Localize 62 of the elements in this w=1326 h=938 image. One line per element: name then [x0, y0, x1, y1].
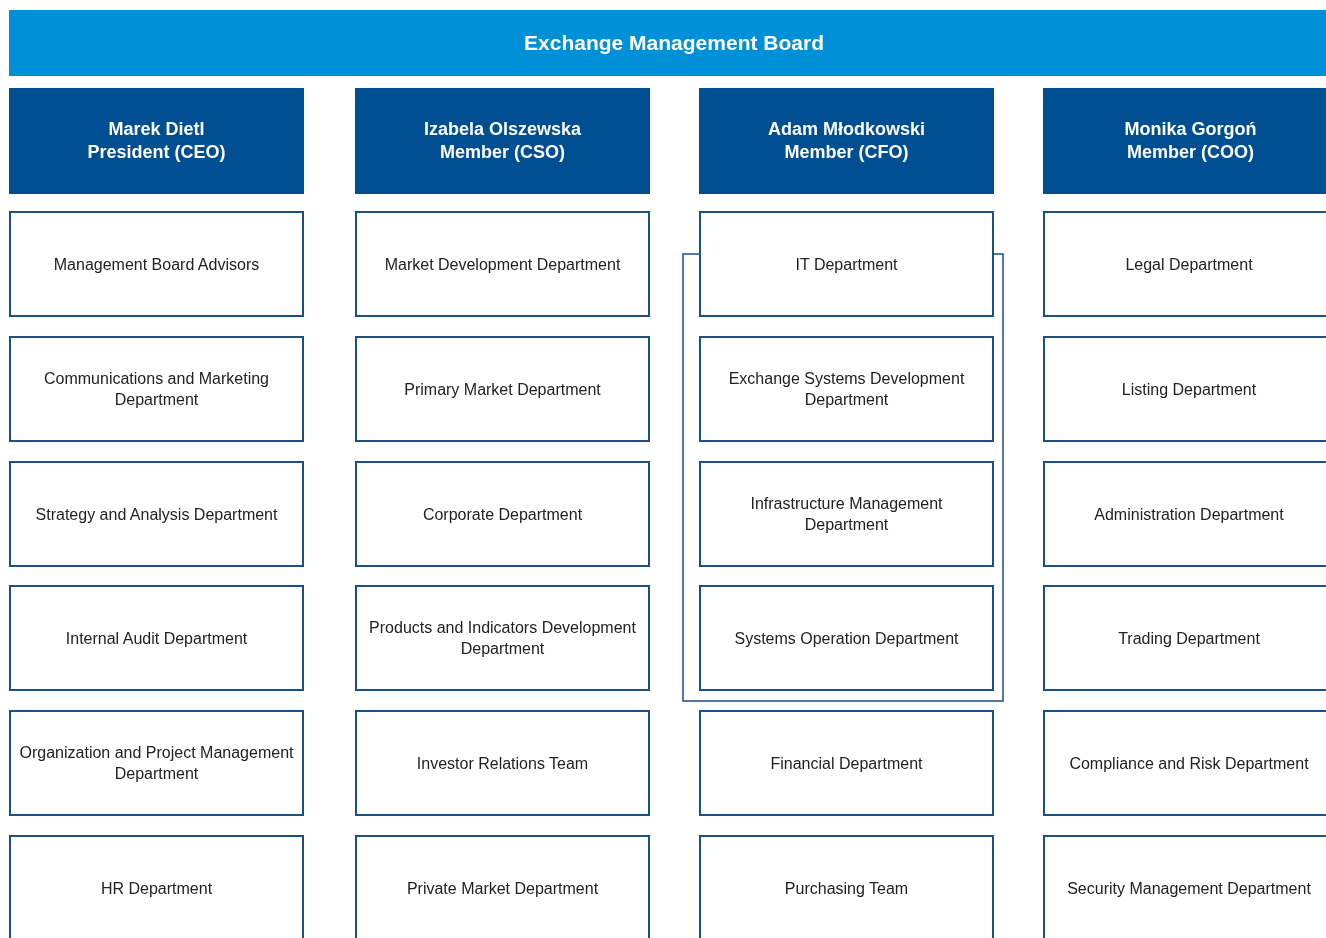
- member-name: Adam Młodkowski: [768, 118, 925, 141]
- node-label: Products and Indicators Development Department: [368, 618, 637, 659]
- member-name: Monika Gorgoń: [1124, 118, 1257, 141]
- department-box: [9, 461, 304, 567]
- department-box: [699, 585, 994, 691]
- department-box: [355, 710, 650, 816]
- department-box: [1043, 835, 1326, 938]
- department-box: [699, 211, 994, 317]
- department-box: [9, 336, 304, 442]
- node-label: Listing Department: [1121, 379, 1257, 400]
- member-name: Izabela Olszewska: [423, 118, 582, 141]
- node-label: HR Department: [100, 878, 213, 899]
- node-label: IT Department: [795, 254, 898, 275]
- department-box: [1043, 461, 1326, 567]
- node-label: Security Management Department: [1067, 878, 1311, 899]
- member-role: President (CEO): [87, 141, 226, 164]
- member-header: [699, 88, 994, 194]
- node-label: Corporate Department: [422, 504, 583, 525]
- member-header: [9, 88, 304, 194]
- member-header: [1043, 88, 1326, 194]
- member-role: Member (COO): [1127, 141, 1254, 164]
- node-label: Organization and Project Management Department: [19, 743, 294, 784]
- node-label: Purchasing Team: [784, 878, 909, 899]
- node-label: Financial Department: [770, 753, 923, 774]
- node-label: Infrastructure Management Department: [749, 494, 944, 535]
- department-box: [9, 710, 304, 816]
- department-box: [355, 835, 650, 938]
- node-label: Legal Department: [1125, 254, 1253, 275]
- department-box: [699, 710, 994, 816]
- department-box: [355, 461, 650, 567]
- department-box: [699, 835, 994, 938]
- node-label: Exchange Systems Development Department: [727, 369, 966, 410]
- member-role: Member (CFO): [784, 141, 909, 164]
- node-label: Management Board Advisors: [53, 254, 260, 275]
- department-box: [699, 336, 994, 442]
- department-box: [1043, 585, 1326, 691]
- node-label: Communications and Marketing Department: [43, 369, 270, 410]
- board-banner: [9, 10, 1326, 76]
- department-box: [355, 211, 650, 317]
- member-header: [355, 88, 650, 194]
- node-label: Market Development Department: [384, 254, 621, 275]
- node-label: Exchange Management Board: [524, 30, 824, 57]
- department-box: [9, 211, 304, 317]
- department-box: [9, 835, 304, 938]
- department-box: [355, 336, 650, 442]
- node-label: Strategy and Analysis Department: [35, 504, 278, 525]
- member-role: Member (CSO): [440, 141, 565, 164]
- department-box: [9, 585, 304, 691]
- department-box: [699, 461, 994, 567]
- node-label: Compliance and Risk Department: [1069, 753, 1309, 774]
- department-box: [1043, 710, 1326, 816]
- department-box: [1043, 211, 1326, 317]
- node-label: Investor Relations Team: [416, 753, 589, 774]
- node-label: Administration Department: [1094, 504, 1284, 525]
- node-label: Private Market Department: [406, 878, 599, 899]
- node-label: Primary Market Department: [404, 379, 601, 400]
- department-box: [355, 585, 650, 691]
- node-label: Systems Operation Department: [734, 628, 959, 649]
- member-name: Marek Dietl: [108, 118, 205, 141]
- department-box: [1043, 336, 1326, 442]
- node-label: Trading Department: [1118, 628, 1260, 649]
- node-label: Internal Audit Department: [65, 628, 248, 649]
